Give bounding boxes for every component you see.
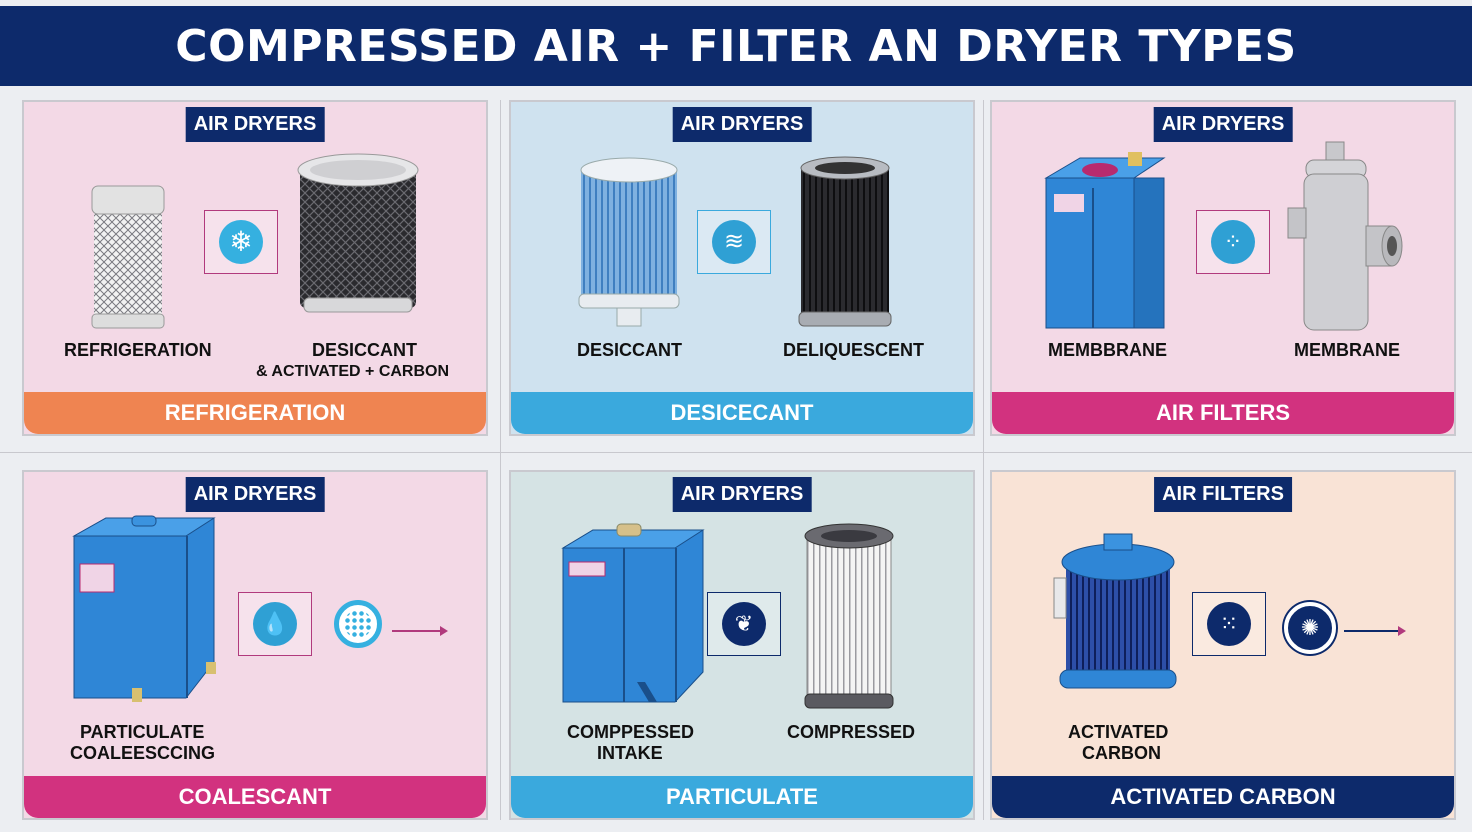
page-title: COMPRESSED AIR + FILTER AN DRYER TYPES bbox=[175, 20, 1297, 72]
coalescing-filter-unit-image bbox=[72, 515, 216, 702]
panel-activated-carbon: AIR FILTERS ⁙ ✺ ACTIVATED CARBON ACTIVAT… bbox=[990, 470, 1456, 820]
left-product-label: ACTIVATED bbox=[1068, 722, 1169, 742]
right-product-label: DELIQUESCENT bbox=[783, 340, 925, 360]
droplet-icon-box: 💧 bbox=[238, 592, 312, 656]
panel-heading: AIR DRYERS bbox=[672, 477, 812, 512]
dots-icon-box: ⁙ bbox=[1192, 592, 1266, 656]
dots-icon: ⁙ bbox=[1207, 602, 1251, 646]
mesh-disc-icon bbox=[334, 600, 382, 648]
left-product-label: DESICCANT bbox=[577, 340, 683, 360]
panel-footer: REFRIGERATION bbox=[24, 392, 486, 434]
panel-heading: AIR DRYERS bbox=[672, 107, 812, 142]
right-product-label: COMPRESSED bbox=[787, 722, 916, 742]
panel-footer: COALESCANT bbox=[24, 776, 486, 818]
left-product-label: MEMBBRANE bbox=[1048, 340, 1167, 360]
divider bbox=[983, 100, 984, 820]
wave-icon: ≋ bbox=[712, 220, 756, 264]
right-product-label: DESICCANT bbox=[312, 340, 418, 360]
snowflake-icon-box: ❄ bbox=[204, 210, 278, 274]
flow-arrow bbox=[1344, 626, 1406, 636]
left-product-label: PARTICULATE bbox=[80, 722, 205, 742]
panel-heading: AIR DRYERS bbox=[185, 477, 325, 512]
membrane-housing-image bbox=[1287, 141, 1403, 331]
panel-footer: ACTIVATED CARBON bbox=[992, 776, 1454, 818]
burst-disc-icon: ✺ bbox=[1284, 602, 1336, 654]
activated-carbon-filter-image bbox=[1053, 533, 1177, 689]
compressed-pleated-filter-image bbox=[804, 523, 894, 709]
left-product-sublabel: COALEESCCING bbox=[70, 743, 216, 763]
snowflake-icon: ❄ bbox=[219, 220, 263, 264]
drops-icon-box: ❦ bbox=[707, 592, 781, 656]
compressed-intake-unit-image bbox=[561, 523, 705, 703]
desiccant-filter-image bbox=[578, 157, 680, 327]
panel-footer: PARTICULATE bbox=[511, 776, 973, 818]
refrigeration-filter-image bbox=[91, 185, 165, 329]
left-product-label: REFRIGERATION bbox=[64, 340, 212, 360]
panel-membrane: AIR DRYERS ⁘ MEMBBRANE MEMBRANE AIR FILT… bbox=[990, 100, 1456, 436]
panel-heading: AIR DRYERS bbox=[1153, 107, 1293, 142]
membrane-dryer-unit-image bbox=[1044, 152, 1166, 329]
panel-desiccant: AIR DRYERS ≋ DESICCANT DELIQUESCENT DESI… bbox=[509, 100, 975, 436]
flow-arrow bbox=[392, 626, 448, 636]
right-product-label: MEMBRANE bbox=[1294, 340, 1400, 360]
left-product-sublabel: CARBON bbox=[1082, 743, 1161, 763]
left-product-label: COMPPESSED bbox=[567, 722, 695, 742]
title-banner: COMPRESSED AIR + FILTER AN DRYER TYPES bbox=[0, 6, 1472, 86]
panel-coalescing: AIR DRYERS 💧 PARTICULATE COALEESCCING CO… bbox=[22, 470, 488, 820]
right-product-sublabel: & ACTIVATED + CARBON bbox=[256, 363, 450, 380]
panel-footer: AIR FILTERS bbox=[992, 392, 1454, 434]
left-product-sublabel: INTAKE bbox=[597, 743, 663, 763]
drops-icon: ❦ bbox=[722, 602, 766, 646]
droplet-icon: 💧 bbox=[253, 602, 297, 646]
panel-footer: DESICECANT bbox=[511, 392, 973, 434]
particles-icon-box: ⁘ bbox=[1196, 210, 1270, 274]
panel-heading: AIR DRYERS bbox=[185, 107, 325, 142]
divider bbox=[500, 100, 501, 820]
panel-particulate: AIR DRYERS ❦ COMPPESSED INTAKE COMPRESSE… bbox=[509, 470, 975, 820]
desiccant-carbon-filter-image bbox=[297, 153, 419, 313]
panel-heading: AIR FILTERS bbox=[1154, 477, 1292, 512]
divider bbox=[0, 452, 1472, 453]
panel-refrigeration: AIR DRYERS ❄ REFRIGERATION DESICCANT & A… bbox=[22, 100, 488, 436]
deliquescent-filter-image bbox=[798, 156, 892, 327]
wave-icon-box: ≋ bbox=[697, 210, 771, 274]
particles-icon: ⁘ bbox=[1211, 220, 1255, 264]
